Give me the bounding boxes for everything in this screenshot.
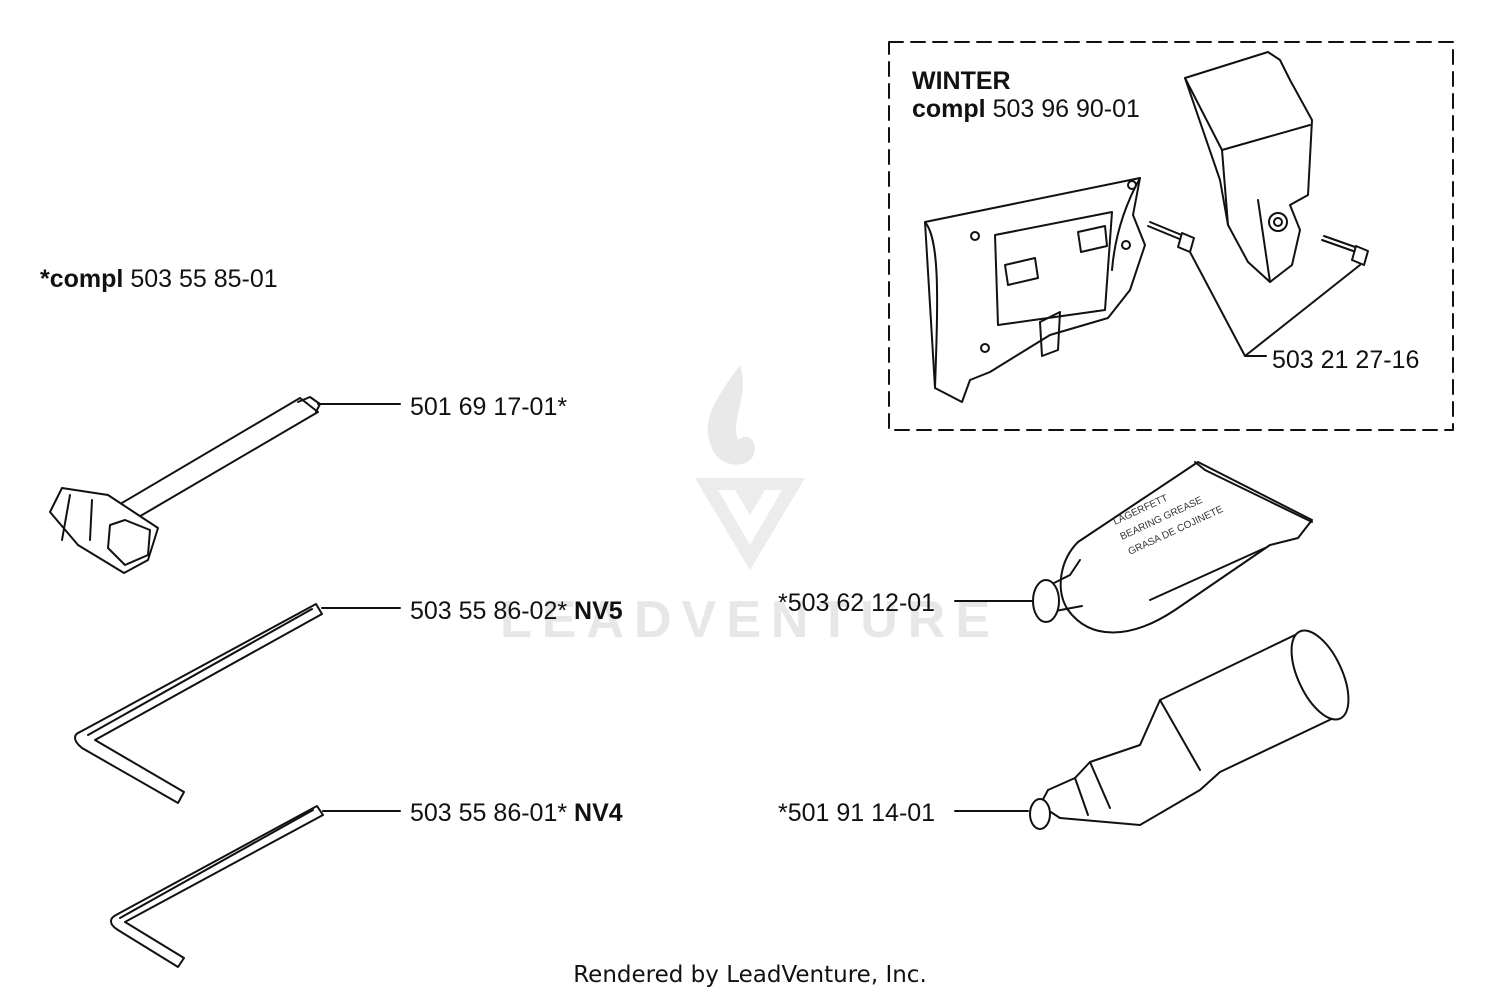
grease-part-label: *503 62 12-01	[778, 589, 936, 617]
combination-wrench-icon	[49, 396, 321, 574]
hex-key-5-size: NV5	[574, 597, 623, 625]
kit-word: compl	[49, 265, 124, 293]
hex-key-4-size: NV4	[574, 799, 623, 827]
hex-key-4-icon	[110, 805, 324, 968]
screw-part-label: 503 21 27-16	[1272, 346, 1420, 374]
winter-plate-icon	[924, 177, 1146, 403]
grease-tube-icon	[1032, 461, 1313, 634]
winter-kit-box	[888, 41, 1454, 431]
winter-title: WINTER	[912, 67, 1011, 95]
hex-key-4-number: 503 55 86-01*	[410, 799, 568, 827]
winter-kit-label: compl 503 96 90-01	[912, 94, 1140, 124]
kit-label: *compl 503 55 85-01	[40, 264, 278, 294]
hex-key-5-label: 503 55 86-02* NV5	[410, 596, 623, 626]
kit-number: 503 55 85-01	[130, 265, 278, 293]
footer-credit: Rendered by LeadVenture, Inc.	[573, 962, 927, 988]
wrench-part-label: 501 69 17-01*	[410, 393, 568, 421]
winter-kit-word: compl	[912, 95, 986, 123]
kit-prefix: *	[40, 265, 50, 293]
watermark-text: LEADVENTURE	[499, 591, 1001, 649]
hex-key-4-label: 503 55 86-01* NV4	[410, 798, 623, 828]
hex-key-5-icon	[74, 603, 323, 804]
hex-key-5-number: 503 55 86-02*	[410, 597, 568, 625]
winter-kit-number: 503 96 90-01	[992, 95, 1140, 123]
winter-cover-icon	[1184, 51, 1313, 283]
grease-gun-icon	[1029, 629, 1350, 830]
grease-gun-part-label: *501 91 14-01	[778, 799, 936, 827]
